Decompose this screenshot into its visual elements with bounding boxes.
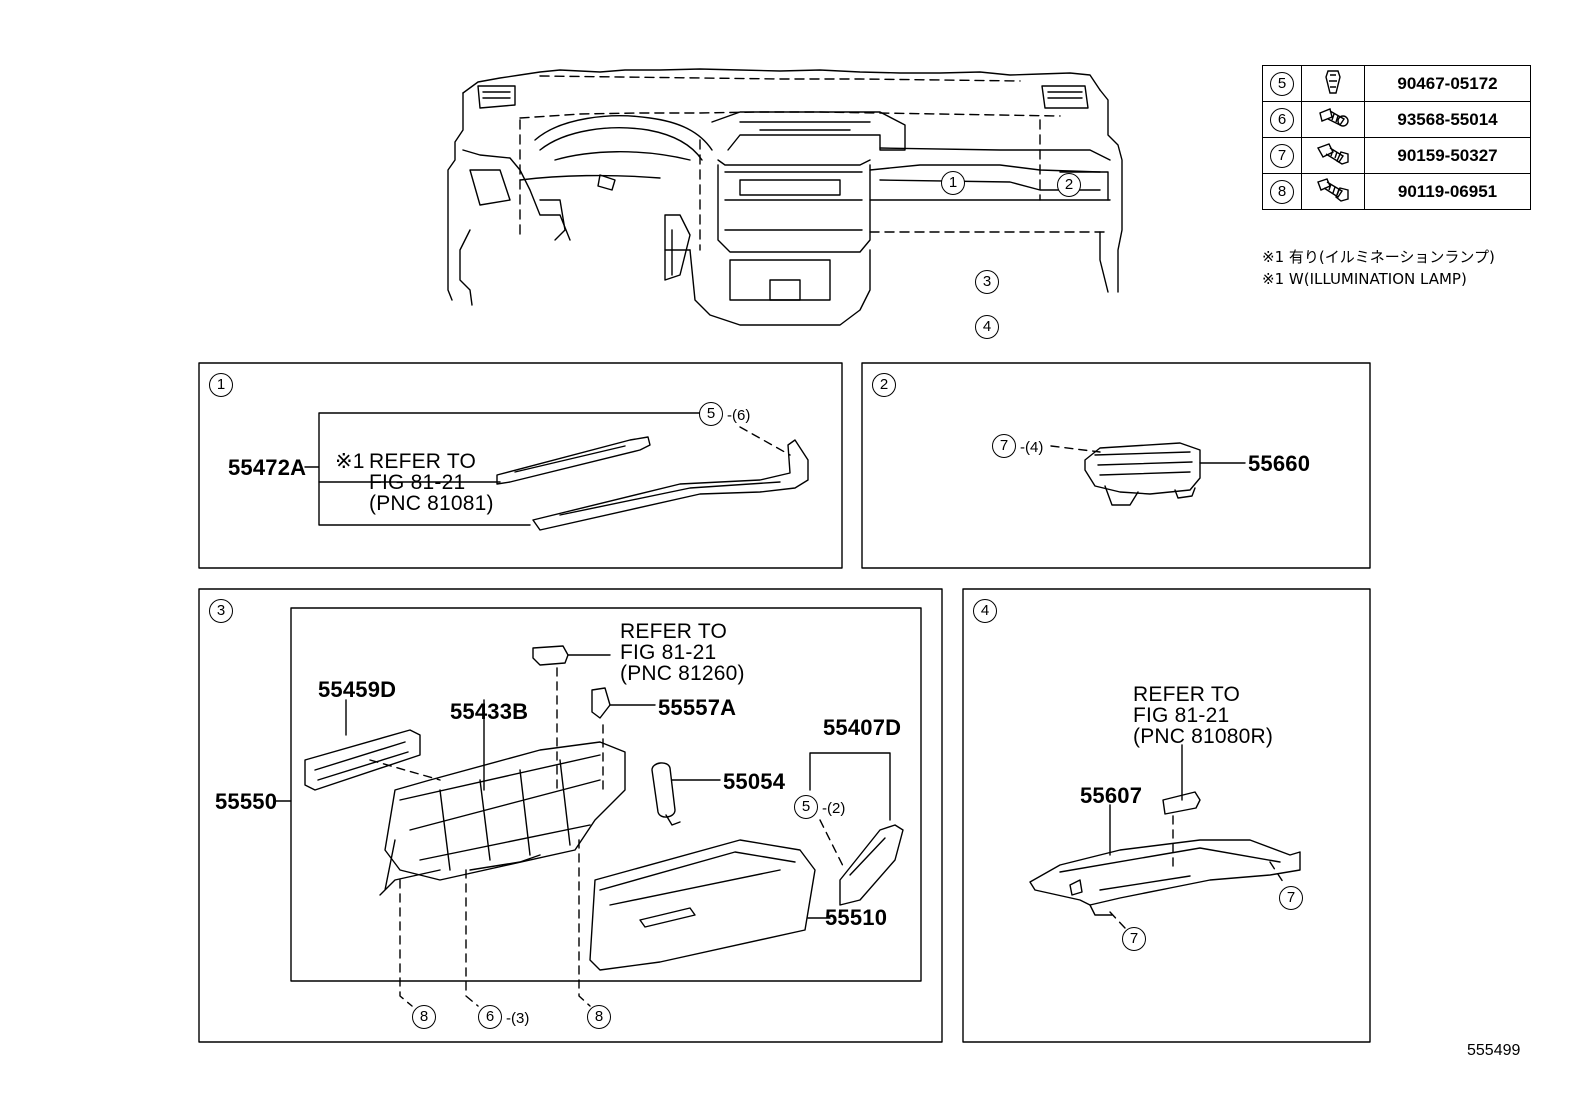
note-mark: ※1 xyxy=(335,450,365,473)
fastener-callout[interactable]: 7 xyxy=(992,434,1016,458)
bolt-icon xyxy=(1316,142,1349,165)
refer-line-2: FIG 81-21 xyxy=(1133,704,1230,727)
panel-number: 2 xyxy=(872,373,896,397)
part-number-55407D[interactable]: 55407D xyxy=(823,715,902,740)
fastener-table: 5 90467-05172 6 93568-55014 7 90159-5032… xyxy=(1262,65,1531,210)
part-number-55054[interactable]: 55054 xyxy=(723,769,786,794)
fastener-ref: 6 xyxy=(1270,107,1294,132)
note-japanese: ※1 有り(イルミネーションランプ) xyxy=(1262,248,1495,266)
panel-4-frame xyxy=(962,588,1371,1043)
screw-icon xyxy=(1319,107,1349,127)
fastener-row: 6 93568-55014 xyxy=(1262,101,1531,138)
fastener-part-number: 90119-06951 xyxy=(1364,173,1531,210)
note-english: ※1 W(ILLUMINATION LAMP) xyxy=(1262,270,1467,288)
dashboard-overview-drawing xyxy=(447,68,1123,326)
part-number-55510[interactable]: 55510 xyxy=(825,905,888,930)
refer-line-1: REFER TO xyxy=(369,450,477,473)
panel-3-drawing xyxy=(275,645,904,1007)
part-number-55557A[interactable]: 55557A xyxy=(658,695,737,720)
refer-line-3: (PNC 81081) xyxy=(369,492,494,515)
fastener-callout[interactable]: 8 xyxy=(412,1005,436,1029)
figure-id: 555499 xyxy=(1467,1042,1521,1059)
panel-number: 3 xyxy=(209,599,233,623)
refer-line-2: FIG 81-21 xyxy=(369,471,466,494)
refer-line-1: REFER TO xyxy=(1133,683,1241,706)
fastener-quantity: -(3) xyxy=(506,1010,530,1027)
fastener-quantity: -(6) xyxy=(727,407,751,424)
fastener-ref: 7 xyxy=(1270,143,1294,168)
panel-2-frame xyxy=(861,362,1371,569)
overview-callout-4[interactable]: 4 xyxy=(975,315,999,339)
fastener-callout[interactable]: 5 xyxy=(699,402,723,426)
part-number-55660[interactable]: 55660 xyxy=(1248,451,1311,476)
fastener-callout[interactable]: 5 xyxy=(794,795,818,819)
bolt-icon xyxy=(1317,177,1349,202)
fastener-callout[interactable]: 6 xyxy=(478,1005,502,1029)
part-number-55607[interactable]: 55607 xyxy=(1080,783,1143,808)
fastener-callout[interactable]: 7 xyxy=(1122,927,1146,951)
fastener-row: 5 90467-05172 xyxy=(1262,65,1531,102)
refer-line-3: (PNC 81260) xyxy=(620,662,745,685)
fastener-part-number: 90159-50327 xyxy=(1364,137,1531,174)
overview-callout-1[interactable]: 1 xyxy=(941,171,965,195)
refer-line-2: FIG 81-21 xyxy=(620,641,717,664)
fastener-row: 8 90119-06951 xyxy=(1262,173,1531,210)
panel-1-drawing xyxy=(304,412,809,531)
fastener-ref: 5 xyxy=(1270,71,1294,96)
refer-line-3: (PNC 81080R) xyxy=(1133,725,1274,748)
clip-icon xyxy=(1325,69,1341,94)
part-number-55472A[interactable]: 55472A xyxy=(228,455,307,480)
fastener-callout[interactable]: 7 xyxy=(1279,886,1303,910)
refer-line-1: REFER TO xyxy=(620,620,728,643)
part-number-55550[interactable]: 55550 xyxy=(215,789,278,814)
panel-1-frame xyxy=(198,362,843,569)
fastener-part-number: 93568-55014 xyxy=(1364,101,1531,138)
fastener-quantity: -(2) xyxy=(822,800,846,817)
panel-number: 4 xyxy=(973,599,997,623)
panel-3-frame xyxy=(198,588,943,1043)
overview-callout-2[interactable]: 2 xyxy=(1057,173,1081,197)
fastener-part-number: 90467-05172 xyxy=(1364,65,1531,102)
fastener-quantity: -(4) xyxy=(1020,439,1044,456)
fastener-ref: 8 xyxy=(1270,179,1294,204)
panel-number: 1 xyxy=(209,373,233,397)
panel-4-drawing xyxy=(1029,744,1301,929)
part-number-55459D[interactable]: 55459D xyxy=(318,677,397,702)
fastener-callout[interactable]: 8 xyxy=(587,1005,611,1029)
panel-2-drawing xyxy=(1050,442,1246,506)
part-number-55433B[interactable]: 55433B xyxy=(450,699,529,724)
overview-callout-3[interactable]: 3 xyxy=(975,270,999,294)
fastener-row: 7 90159-50327 xyxy=(1262,137,1531,174)
